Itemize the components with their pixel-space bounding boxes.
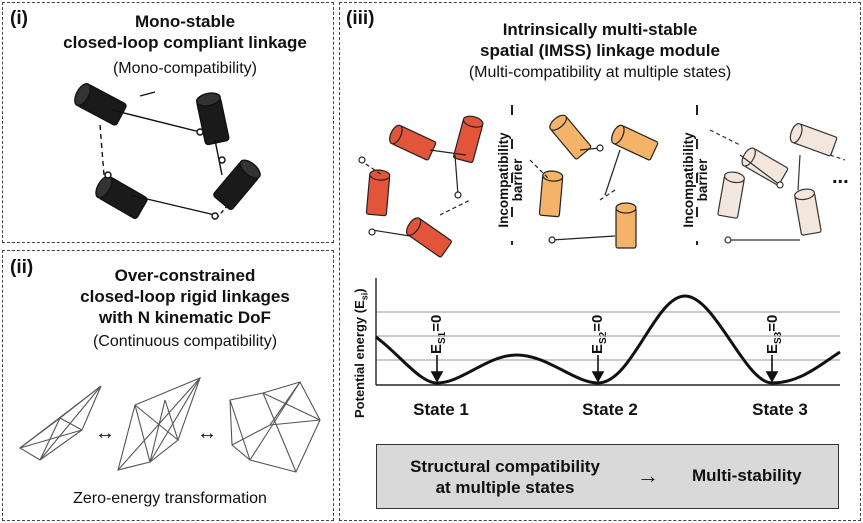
panel-iii-title-line2: spatial (IMSS) linkage module <box>480 41 720 60</box>
linkage-state-1 <box>358 113 485 259</box>
panel-ii-tag: (ii) <box>10 257 34 278</box>
panel-ii-arrow-2: ↔ <box>197 422 217 444</box>
polyhedron-2 <box>117 377 201 471</box>
state-label-2: State 2 <box>582 400 638 419</box>
energy-plot <box>375 278 841 386</box>
panel-i-tag: (i) <box>10 8 28 29</box>
panel-ii-arrow-1: ↔ <box>95 422 115 444</box>
linkage-state-3 <box>709 121 846 244</box>
panel-iii-title-line1: Intrinsically multi-stable <box>502 20 698 39</box>
footer-right-text: Multi-stability <box>692 466 802 485</box>
polyhedra <box>19 377 321 473</box>
panel-i <box>2 2 334 243</box>
panel-ii-title-line3: with N kinematic DoF <box>99 308 271 327</box>
panel-ii-subtitle: (Continuous compatibility) <box>92 333 278 350</box>
polyhedron-1 <box>19 385 102 461</box>
ellipsis: ... <box>832 166 849 188</box>
state-label-3: State 3 <box>752 400 808 419</box>
linkage-state-2 <box>529 111 659 249</box>
footer-arrow: → <box>637 463 659 488</box>
panel-iii-subtitle: (Multi-compatibility at multiple states) <box>468 64 732 81</box>
panel-ii-caption: Zero-energy transformation <box>73 490 267 507</box>
state-label-1: State 1 <box>413 400 469 419</box>
panel-i-subtitle: (Mono-compatibility) <box>112 60 258 77</box>
energy-curve <box>375 294 841 385</box>
panel-iii <box>339 2 861 521</box>
panel-ii <box>2 250 334 521</box>
mono-linkage <box>74 83 261 221</box>
polyhedron-3 <box>229 381 321 473</box>
footer-box <box>376 444 839 509</box>
panel-i-title-line2: closed-loop compliant linkage <box>63 33 307 52</box>
panel-ii-title-line1: Over-constrained <box>114 266 256 285</box>
panel-ii-title-line2: closed-loop rigid linkages <box>80 287 290 306</box>
panel-iii-tag: (iii) <box>346 8 375 29</box>
panel-i-title-line1: Mono-stable <box>134 12 236 31</box>
